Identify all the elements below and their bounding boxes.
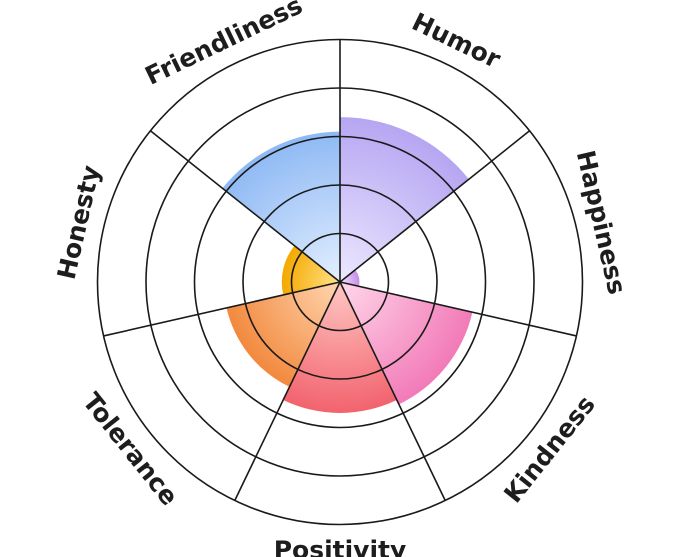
grid-spoke-2 [339,281,577,337]
sector-happiness [340,269,360,287]
grid-spoke-1 [339,130,531,283]
grid-spoke-3 [339,281,446,501]
sectors-layer [222,117,473,413]
category-label-tolerance: Tolerance [77,387,184,511]
sector-honesty [281,245,340,295]
sector-tolerance [226,282,340,387]
grid-spoke-5 [103,281,341,337]
sector-friendliness [222,131,340,282]
grid-spoke-4 [234,281,341,501]
category-label-humor: Humor [408,7,506,74]
sector-humor [340,117,469,282]
category-label-kindness: Kindness [498,390,601,508]
grid-layer [96,38,584,526]
sector-kindness [340,282,473,405]
sector-positivity [283,282,397,413]
grid-spoke-6 [149,130,341,283]
category-label-happiness: Happiness [571,148,632,297]
category-label-positivity: Positivity [274,536,407,557]
category-label-friendliness: Friendliness [141,0,307,91]
